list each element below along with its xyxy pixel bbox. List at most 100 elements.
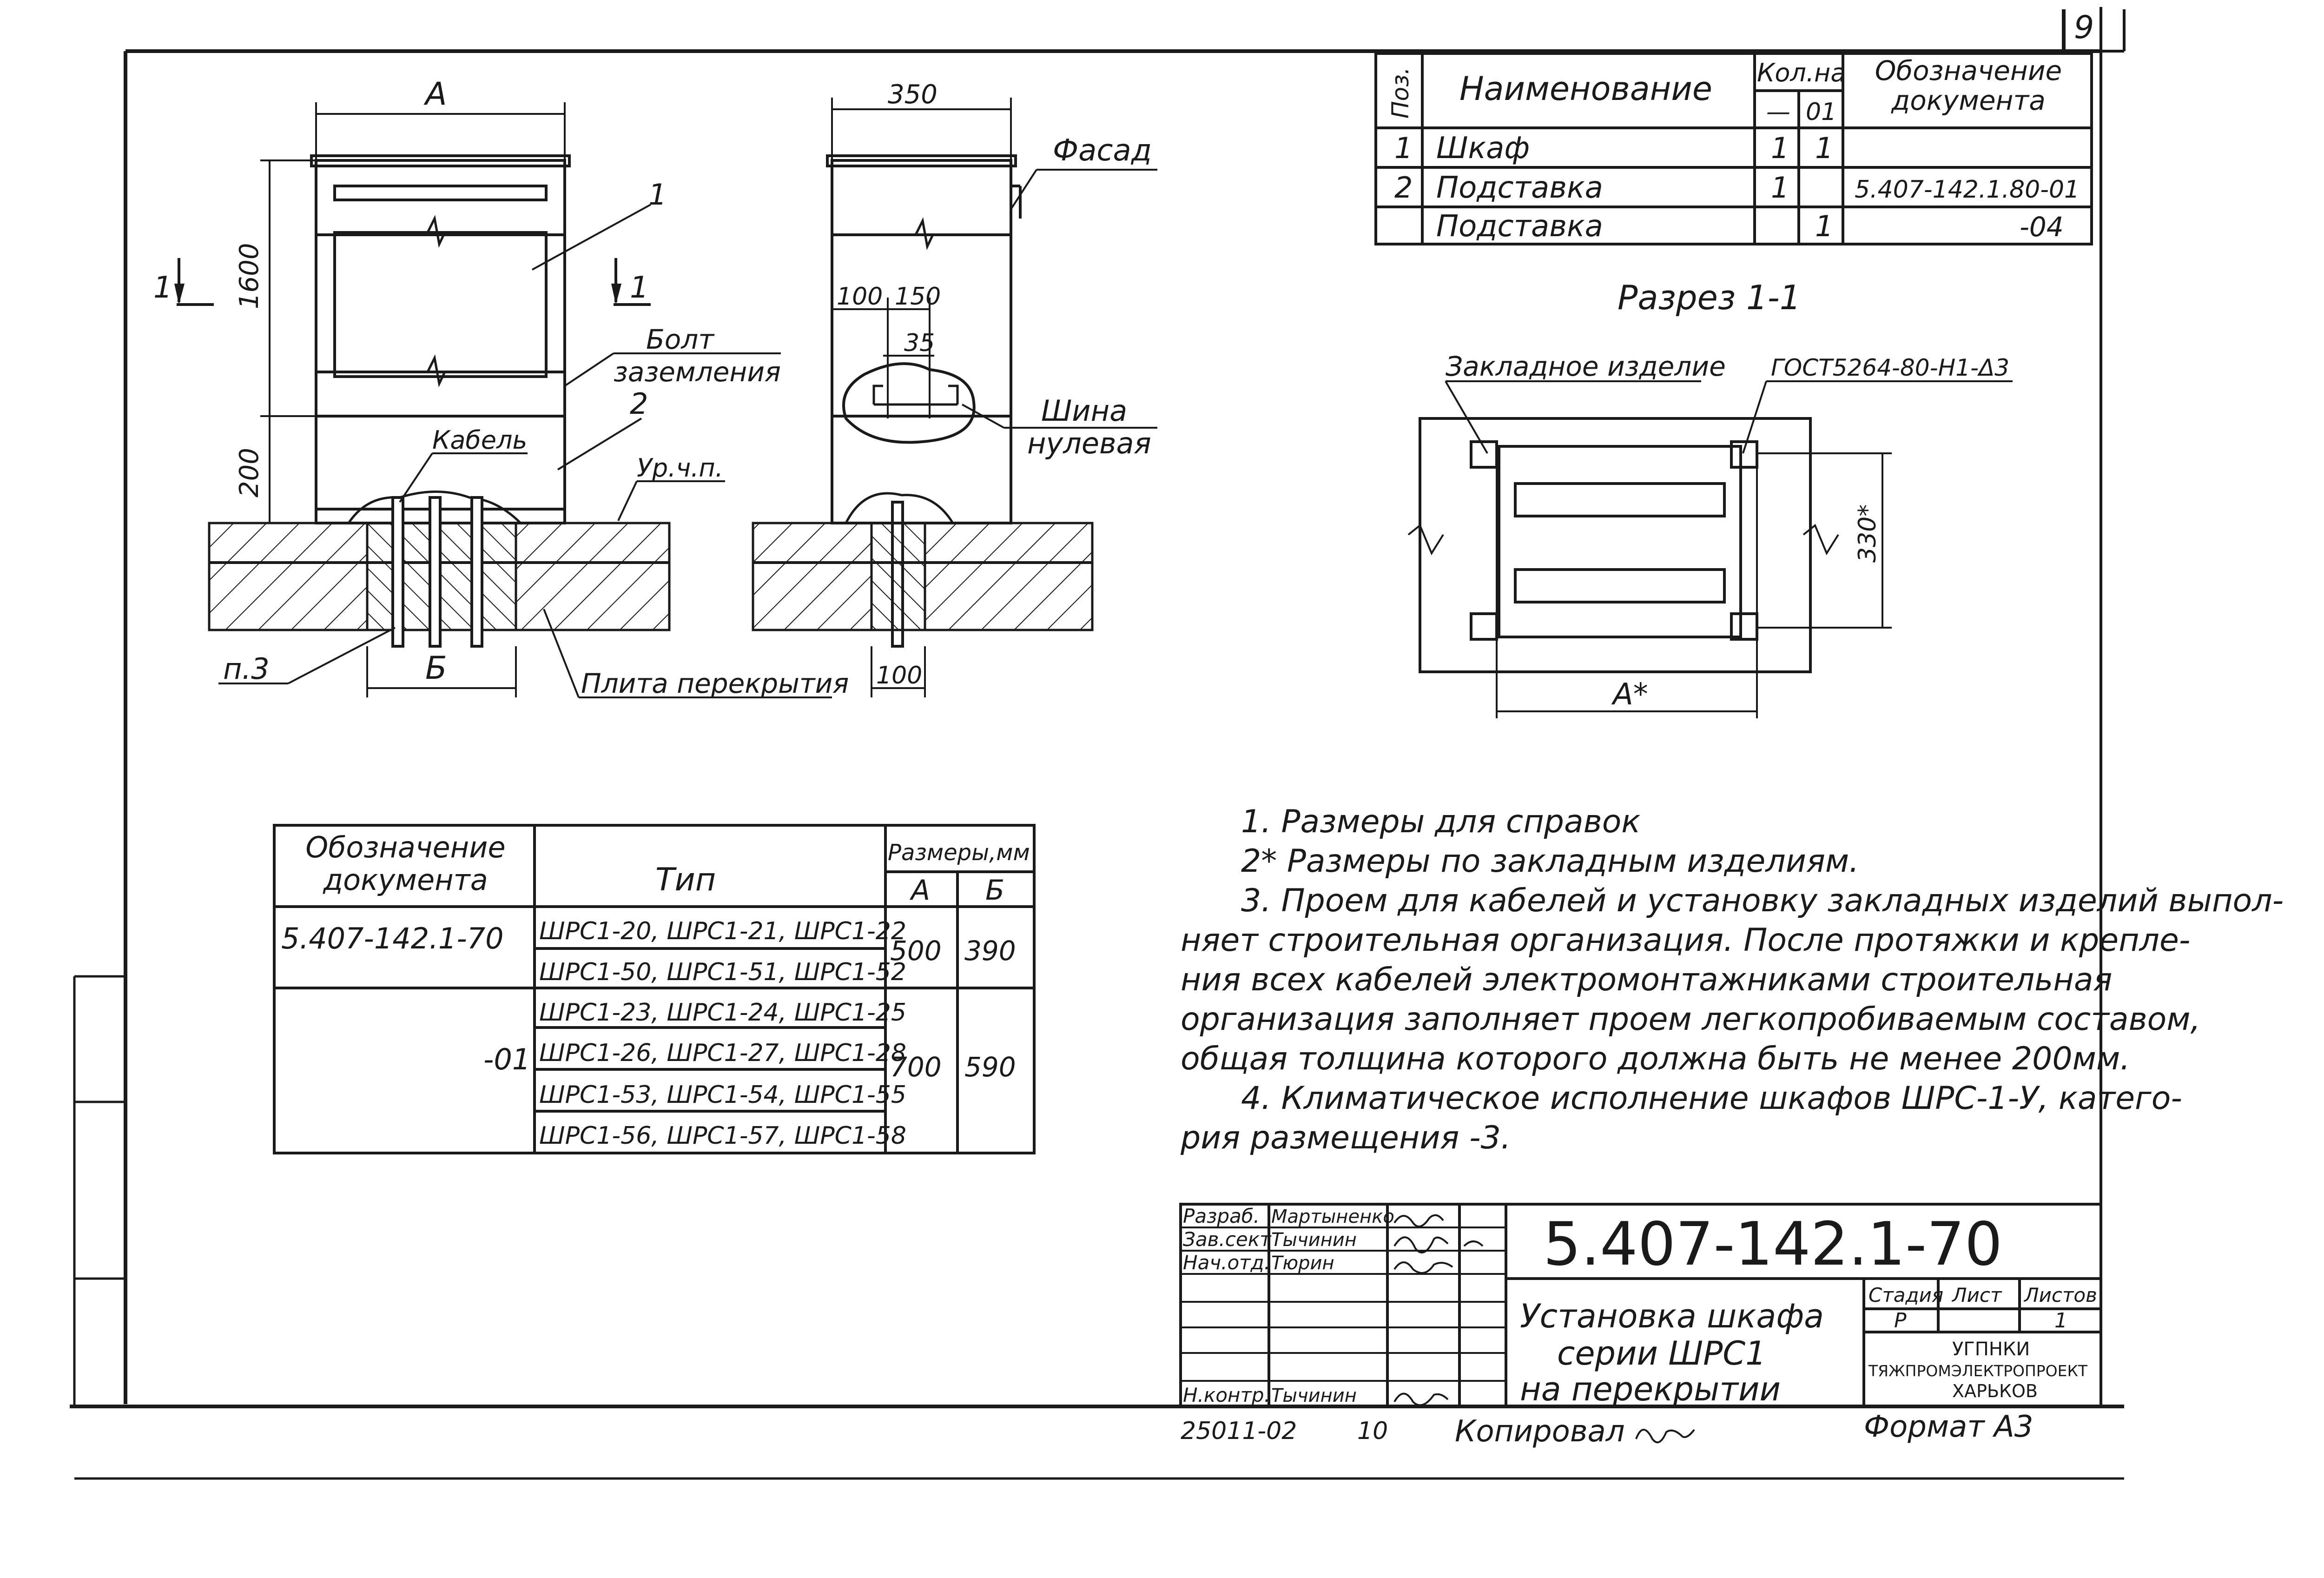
tb-sheets-header: Листов <box>2023 1284 2097 1306</box>
tb-title-line-1: Установка шкафа <box>1520 1297 1824 1335</box>
section-mark-left: 1 <box>153 271 172 305</box>
tb-name-4: Тычинин <box>1271 1385 1357 1406</box>
sizes-header-dims: Размеры,мм <box>888 840 1030 866</box>
spec-header-qty: Кол.на <box>1757 58 1846 87</box>
gost-label: ГОСТ5264-80-Н1-Δ3 <box>1771 354 2009 381</box>
spec-header-doc: Обозначение документа <box>1875 56 2062 116</box>
stamp-inventory: 25011-02 <box>1181 1417 1297 1445</box>
p3-label: п.3 <box>223 652 270 686</box>
note-line-9: рия размещения -3. <box>1180 1120 1511 1156</box>
spec-header-qty-a: — <box>1766 98 1790 126</box>
note-line-7: общая толщина которого должна быть не ме… <box>1181 1041 2130 1077</box>
sizes-row-1-type-1: ШРС1-20, ШРС1-21, ШРС1-22 <box>539 917 906 945</box>
spec-row-1-pos: 1 <box>1394 131 1413 165</box>
bus-label-2: нулевая <box>1027 426 1151 460</box>
spec-row-2-name: Подставка <box>1436 171 1603 205</box>
note-line-1: 1. Размеры для справок <box>1241 803 1640 840</box>
tb-org-1: УГПНКИ <box>1952 1339 2030 1360</box>
bus-label-1: Шина <box>1041 394 1127 428</box>
spec-table: Поз. Наименование Кол.на — 01 Обозначени… <box>1374 52 2093 245</box>
tb-org-2: ТЯЖПРОМЭЛЕКТРОПРОЕКТ <box>1868 1362 2088 1380</box>
front-dim-a: А <box>423 76 447 113</box>
note-line-8: 4. Климатическое исполнение шкафов ШРС-1… <box>1241 1080 2182 1117</box>
notes: 1. Размеры для справок 2* Размеры по зак… <box>1180 803 2284 1156</box>
note-line-5: ния всех кабелей электромонтажниками стр… <box>1181 961 2112 998</box>
side-dim-350: 350 <box>888 80 938 110</box>
side-dim-100b: 100 <box>876 662 922 690</box>
spec-row-3-name: Подставка <box>1436 209 1603 244</box>
spec-row-2-pos: 2 <box>1394 171 1413 205</box>
tb-role-2: Зав.сект <box>1183 1228 1272 1251</box>
section-dim-a: А* <box>1611 677 1648 712</box>
tb-name-1: Мартыненко <box>1271 1206 1394 1227</box>
spec-row-1-qb: 1 <box>1815 131 1833 165</box>
sizes-row-1-type-2: ШРС1-50, ШРС1-51, ШРС1-52 <box>539 958 906 986</box>
side-view: 350 Фасад 100 150 35 Шина нулевая 100 <box>752 80 1157 697</box>
title-block: Разраб. Мартыненко Зав.сект Тычинин Нач.… <box>1179 1203 2102 1408</box>
front-label-1: 1 <box>648 178 667 212</box>
cable-label: Кабель <box>432 425 527 455</box>
sizes-header-doc: Обозначение документа <box>305 830 506 897</box>
note-line-4: няет строительная организация. После про… <box>1181 922 2190 959</box>
sizes-row-2-type-3: ШРС1-53, ШРС1-54, ШРС1-55 <box>539 1081 906 1109</box>
tb-name-2: Тычинин <box>1271 1229 1357 1251</box>
tb-stage: Р <box>1894 1309 1907 1333</box>
note-line-3: 3. Проем для кабелей и установку закладн… <box>1241 882 2284 919</box>
tb-title-line-3: на перекрытии <box>1520 1370 1781 1408</box>
signatures <box>1393 1214 1484 1406</box>
copier-signature <box>1635 1429 1695 1444</box>
side-dim-100: 100 <box>837 283 883 311</box>
stamp-format: Формат А3 <box>1864 1410 2034 1444</box>
sizes-header-type: Тип <box>655 862 716 898</box>
spec-header-pos: Поз. <box>1387 67 1414 119</box>
sheet-number: 9 <box>2074 9 2094 46</box>
bolt-label-1: Болт <box>646 324 715 355</box>
sizes-row-1-a: 500 <box>890 935 942 967</box>
tb-sheets: 1 <box>2054 1309 2067 1333</box>
sizes-row-2-a: 700 <box>890 1051 942 1083</box>
side-dim-35: 35 <box>904 329 935 357</box>
sizes-row-1-b: 390 <box>964 935 1016 967</box>
slab-label: Плита перекрытия <box>581 668 849 699</box>
side-dim-150: 150 <box>895 283 941 311</box>
front-dim-b: Б <box>425 650 447 687</box>
sizes-row-2-type-1: ШРС1-23, ШРС1-24, ШРС1-25 <box>539 999 906 1027</box>
bottom-stamp: 25011-02 10 Копировал Формат А3 <box>1181 1410 2034 1449</box>
sizes-table: Обозначение документа Тип Размеры,мм А Б… <box>273 824 1036 1154</box>
sizes-header-b: Б <box>985 874 1004 907</box>
sizes-row-2-type-4: ШРС1-56, ШРС1-57, ШРС1-58 <box>539 1122 906 1150</box>
bolt-label-2: заземления <box>614 356 781 388</box>
sizes-row-2-doc: -01 <box>483 1042 530 1076</box>
sizes-row-2-b: 590 <box>964 1051 1016 1083</box>
note-line-6: организация заполняет проем легкопробива… <box>1181 1001 2200 1038</box>
section-mark-right: 1 <box>630 271 649 305</box>
spec-row-2-qa: 1 <box>1771 171 1789 205</box>
spec-header-name: Наименование <box>1459 70 1712 108</box>
spec-row-2-doc: 5.407-142.1.80-01 <box>1855 176 2080 204</box>
section-title: Разрез 1-1 <box>1618 278 1801 317</box>
section-1-1: Разрез 1-1 Закладное изделие <box>1407 278 2013 718</box>
stamp-sheet: 10 <box>1357 1417 1388 1445</box>
facade-label: Фасад <box>1053 133 1152 168</box>
tb-title-line-2: серии ШРС1 <box>1557 1334 1766 1372</box>
front-label-2: 2 <box>630 387 648 421</box>
spec-row-3-doc: -04 <box>2020 211 2064 243</box>
front-dim-200: 200 <box>234 448 264 497</box>
tb-org-3: ХАРЬКОВ <box>1952 1381 2038 1401</box>
front-dim-1600: 1600 <box>234 243 264 309</box>
front-view: А 1600 200 Б 1 1 1 2 <box>153 76 849 699</box>
tb-role-4: Н.контр. <box>1183 1384 1270 1406</box>
note-line-2: 2* Размеры по закладным изделиям. <box>1241 843 1859 880</box>
level-label: Ур.ч.п. <box>637 453 723 483</box>
embed-label: Закладное изделие <box>1446 351 1726 382</box>
sizes-row-1-doc: 5.407-142.1-70 <box>281 922 504 955</box>
tb-stage-header: Стадия <box>1868 1284 1943 1306</box>
tb-sheet-header: Лист <box>1951 1284 2002 1306</box>
stamp-copied: Копировал <box>1455 1414 1625 1449</box>
spec-row-3-qb: 1 <box>1815 209 1833 243</box>
sizes-header-a: А <box>909 874 930 907</box>
section-dim-330: 330* <box>1854 504 1882 563</box>
tb-code: 5.407-142.1-70 <box>1543 1210 2002 1279</box>
sizes-row-2-type-2: ШРС1-26, ШРС1-27, ШРС1-28 <box>539 1039 906 1067</box>
